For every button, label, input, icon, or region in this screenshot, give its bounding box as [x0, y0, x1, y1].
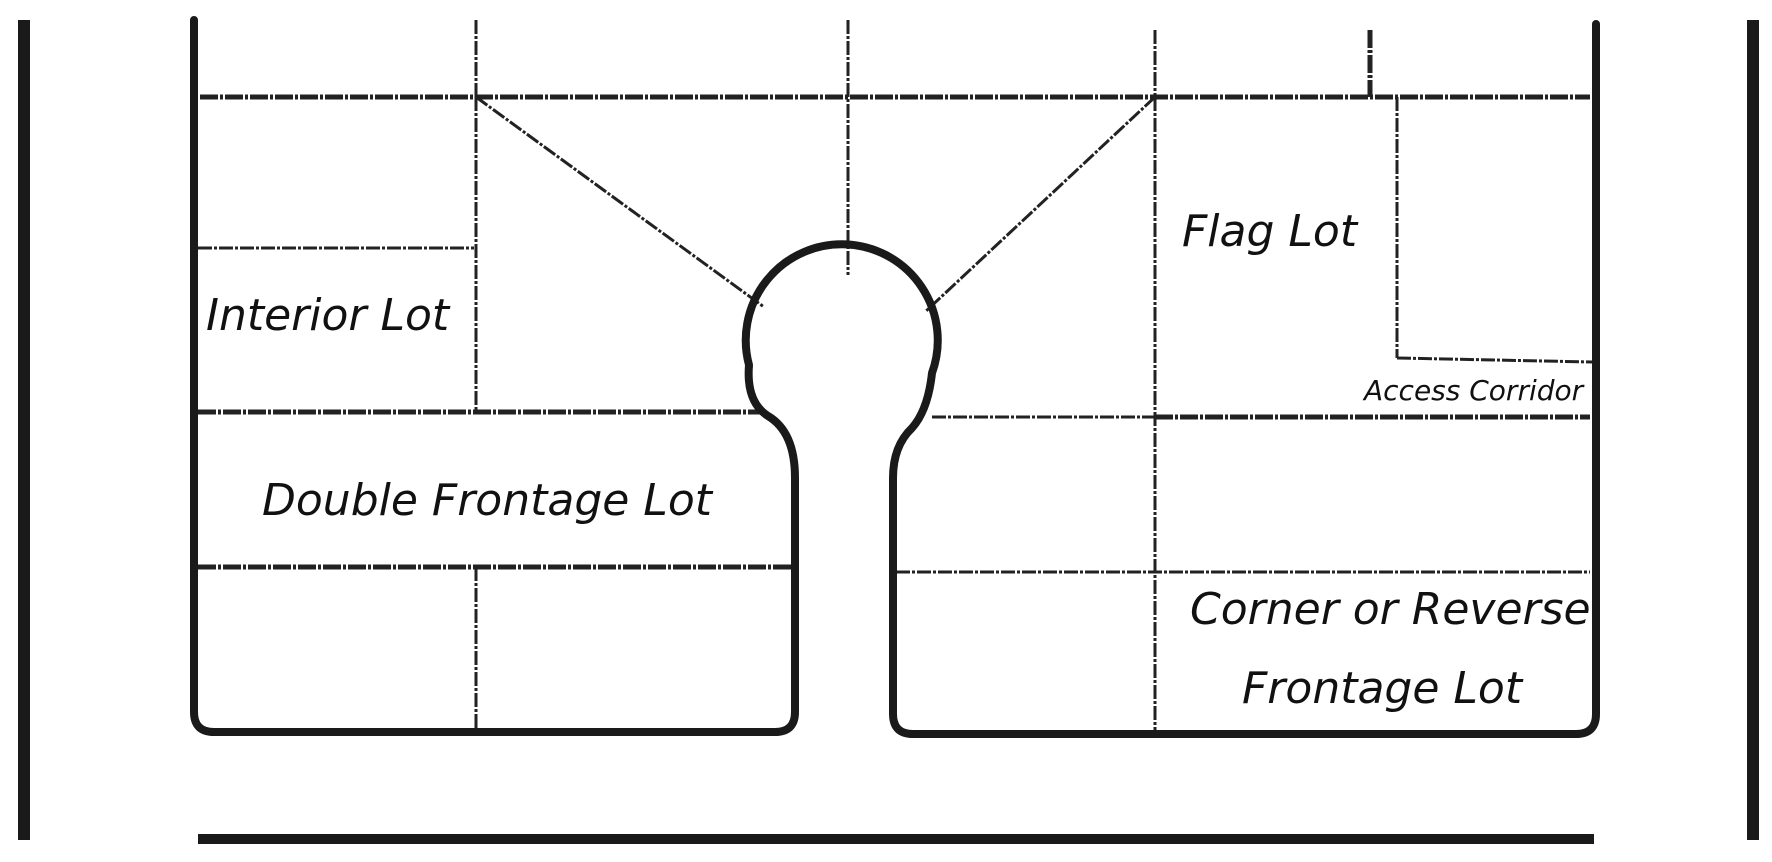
access-corridor-label: Access Corridor: [1362, 374, 1585, 407]
double-frontage-lot-label: Double Frontage Lot: [262, 475, 714, 526]
left-road-edge: [18, 20, 30, 840]
access-corridor-bottom: [1396, 356, 1593, 364]
left-diagonal-lot-line: [475, 95, 765, 309]
corner-lot-label-line1: Corner or Reverse: [1190, 584, 1591, 635]
interior-lot-label: Interior Lot: [206, 290, 451, 341]
right-diagonal-lot-line: [923, 95, 1157, 314]
street-cul-de-sac: [190, 16, 1600, 738]
bottom-road-edge: [198, 834, 1594, 844]
corner-lot-label-line2: Frontage Lot: [1242, 663, 1524, 714]
right-road-edge: [1747, 20, 1759, 840]
flag-lot-label: Flag Lot: [1182, 206, 1359, 257]
